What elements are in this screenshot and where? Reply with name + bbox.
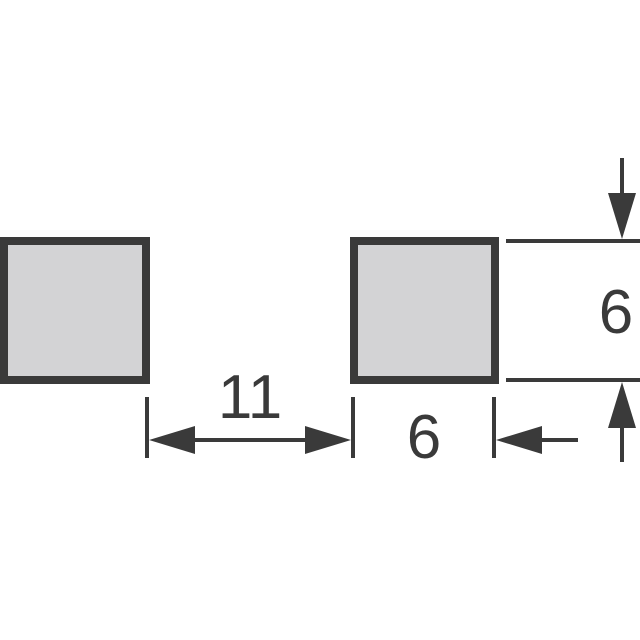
pad-height-dimension: 6 <box>506 158 640 462</box>
gap-label: 11 <box>218 363 282 432</box>
gap-arrow-left-icon <box>149 426 195 454</box>
left-pad <box>0 237 150 384</box>
right-pad <box>350 237 499 384</box>
gap-arrow-right-icon <box>305 426 351 454</box>
height-arrow-down-icon <box>608 193 636 239</box>
width-arrow-left-icon <box>496 426 542 454</box>
pad-width-dimension: 6 <box>407 397 578 472</box>
pad-height-label: 6 <box>599 278 633 347</box>
height-arrow-up-icon <box>608 382 636 428</box>
gap-dimension: 11 <box>145 363 355 458</box>
pad-width-label: 6 <box>407 403 441 472</box>
